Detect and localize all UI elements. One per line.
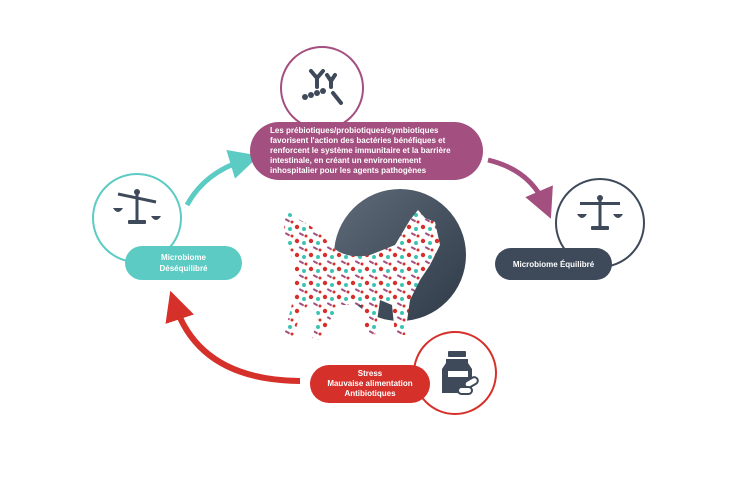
unbalanced-microbiome-pill: Microbiome Déséquilibré (125, 246, 242, 280)
purple-arrow (487, 157, 553, 219)
red-arrow (165, 290, 301, 384)
medicine-bottle-icon (442, 351, 479, 395)
prebiotics-text: Les prébiotiques/probiotiques/symbiotiqu… (270, 126, 451, 175)
teal-arrow (184, 149, 260, 207)
antibiotics-label: Antibiotiques (344, 389, 396, 398)
unbalanced-line1: Microbiome (161, 253, 206, 262)
unbalanced-line2: Déséquilibré (159, 264, 208, 273)
prebiotics-icon-circle (280, 46, 364, 130)
stressors-pill: Stress Mauvaise alimentation Antibiotiqu… (310, 365, 430, 403)
prebiotics-info-pill: Les prébiotiques/probiotiques/symbiotiqu… (250, 122, 483, 180)
balanced-label: Microbiome Équilibré (512, 259, 595, 269)
cat-silhouette (284, 210, 440, 340)
bacteria-antibody-icon (302, 69, 343, 105)
balanced-scale-icon (577, 195, 623, 230)
unbalanced-scale-icon (113, 189, 161, 224)
balanced-microbiome-pill: Microbiome Équilibré (495, 248, 612, 280)
stress-label: Stress (357, 369, 383, 378)
bad-diet-label: Mauvaise alimentation (327, 379, 413, 388)
